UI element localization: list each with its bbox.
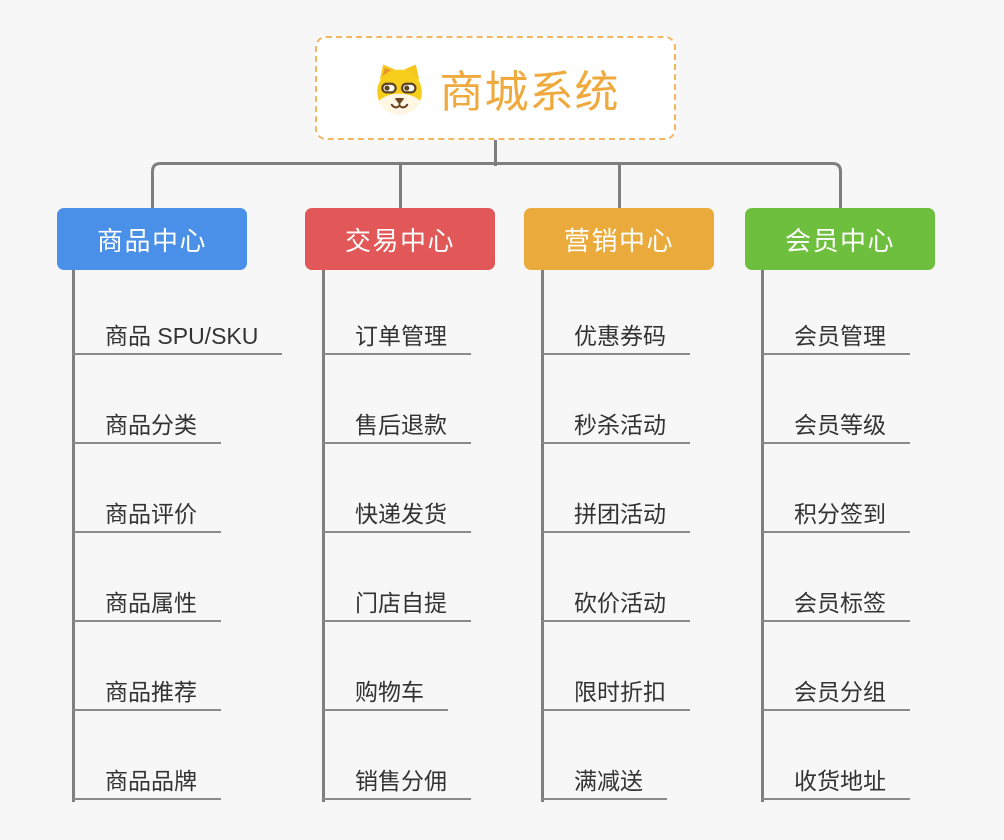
subtopic[interactable]: 商品推荐 bbox=[73, 677, 221, 711]
subtopic[interactable]: 会员等级 bbox=[762, 410, 910, 444]
subtopic[interactable]: 秒杀活动 bbox=[542, 410, 690, 444]
subtopic[interactable]: 商品属性 bbox=[73, 588, 221, 622]
branch-box-1[interactable]: 商品中心 bbox=[57, 208, 247, 270]
branch-label: 会员中心 bbox=[784, 225, 895, 256]
subtopic[interactable]: 门店自提 bbox=[323, 588, 471, 622]
branch-children: 会员管理会员等级积分签到会员标签会员分组收货地址 bbox=[761, 270, 1004, 802]
subtopic[interactable]: 商品 SPU/SKU bbox=[73, 321, 283, 355]
branch-children: 优惠券码秒杀活动拼团活动砍价活动限时折扣满减送 bbox=[541, 270, 802, 802]
subtopic[interactable]: 商品分类 bbox=[73, 410, 221, 444]
branch-label: 商品中心 bbox=[96, 225, 207, 256]
subtopic[interactable]: 满减送 bbox=[542, 766, 667, 800]
subtopic[interactable]: 收货地址 bbox=[762, 766, 910, 800]
branch-children: 订单管理售后退款快递发货门店自提购物车销售分佣 bbox=[322, 270, 583, 802]
subtopic[interactable]: 商品评价 bbox=[73, 499, 221, 533]
subtopic[interactable]: 购物车 bbox=[323, 677, 448, 711]
subtopic[interactable]: 商品品牌 bbox=[73, 766, 221, 800]
subtopic[interactable]: 优惠券码 bbox=[542, 321, 690, 355]
subtopic[interactable]: 限时折扣 bbox=[542, 677, 690, 711]
subtopic[interactable]: 拼团活动 bbox=[542, 499, 690, 533]
subtopic[interactable]: 会员分组 bbox=[762, 677, 910, 711]
branch-box-4[interactable]: 会员中心 bbox=[745, 208, 935, 270]
root-topic-title: 商城系统 bbox=[439, 68, 620, 117]
doge-face-icon bbox=[376, 63, 422, 114]
subtopic[interactable]: 订单管理 bbox=[323, 321, 471, 355]
branch-box-3[interactable]: 营销中心 bbox=[524, 208, 714, 270]
subtopic[interactable]: 会员管理 bbox=[762, 321, 910, 355]
root-topic[interactable]: 商城系统 bbox=[315, 36, 676, 140]
branch-rail-line bbox=[151, 162, 842, 208]
subtopic[interactable]: 快递发货 bbox=[323, 499, 471, 533]
subtopic[interactable]: 会员标签 bbox=[762, 588, 910, 622]
branch-children: 商品 SPU/SKU 商品分类商品评价商品属性商品推荐商品品牌 bbox=[72, 270, 333, 802]
subtopic[interactable]: 销售分佣 bbox=[323, 766, 471, 800]
branch-label: 交易中心 bbox=[344, 225, 455, 256]
subtopic[interactable]: 售后退款 bbox=[323, 410, 471, 444]
branch-box-2[interactable]: 交易中心 bbox=[305, 208, 495, 270]
subtopic[interactable]: 积分签到 bbox=[762, 499, 910, 533]
branch-label: 营销中心 bbox=[563, 225, 674, 256]
subtopic[interactable]: 砍价活动 bbox=[542, 588, 690, 622]
